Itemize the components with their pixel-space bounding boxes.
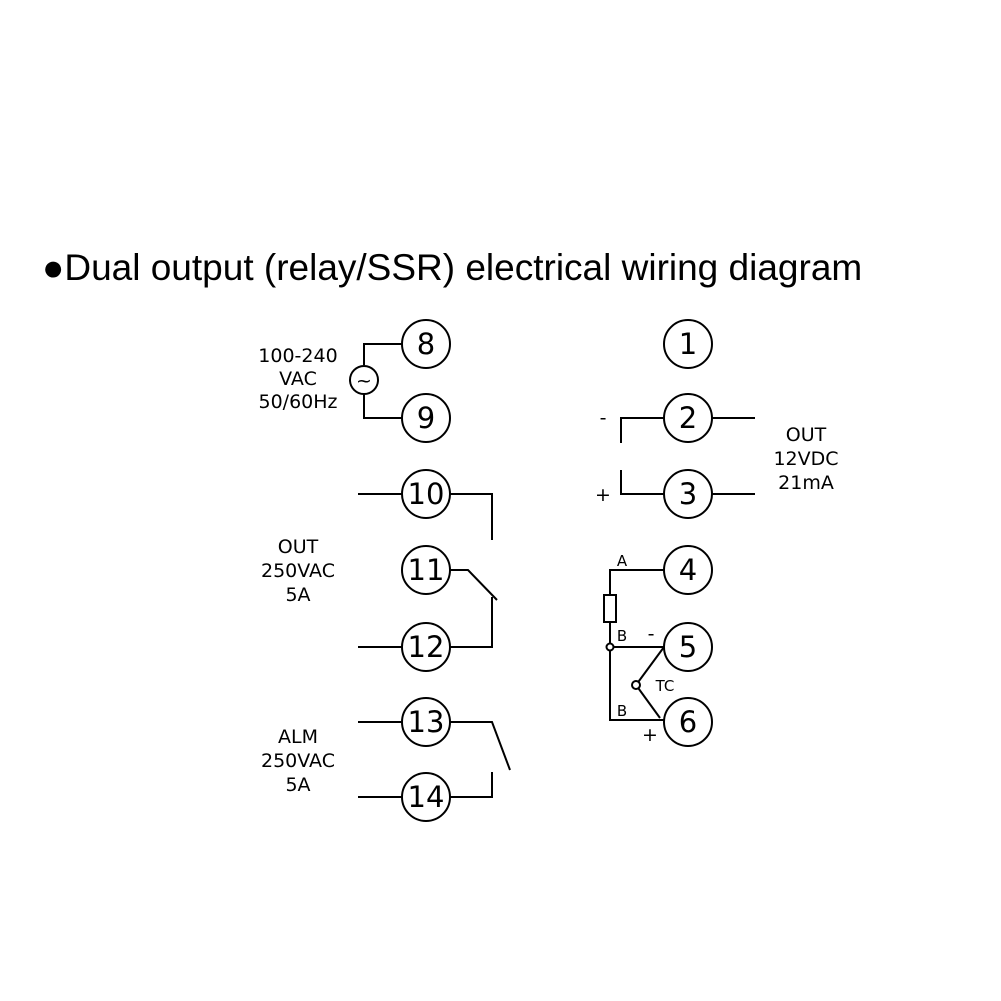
svg-text:11: 11 — [408, 553, 445, 587]
svg-text:13: 13 — [408, 705, 445, 739]
input-label-b-lower: B — [617, 702, 627, 720]
ssr-output-group: - + OUT 12VDC 21mA — [595, 407, 839, 506]
ssr-out-label: OUT — [786, 424, 827, 446]
alarm-output-group: ALM 250VAC 5A — [261, 721, 511, 798]
power-frequency: 50/60Hz — [258, 391, 337, 413]
svg-text:10: 10 — [408, 477, 445, 511]
terminal-2: 2 — [663, 393, 713, 443]
terminal-12: 12 — [401, 622, 451, 672]
ac-tilde: ~ — [356, 370, 372, 392]
terminal-9: 9 — [401, 393, 451, 443]
svg-text:1: 1 — [679, 327, 697, 361]
thermocouple-junction — [631, 680, 641, 690]
svg-text:2: 2 — [679, 401, 697, 435]
rtd-resistor-symbol — [603, 594, 617, 623]
sensor-input-group: A B B TC - + — [603, 552, 675, 746]
ac-source-symbol — [349, 365, 379, 395]
ssr-out-voltage: 12VDC — [773, 448, 838, 470]
input-label-a: A — [617, 552, 628, 570]
terminal-6: 6 — [663, 697, 713, 747]
svg-text:3: 3 — [679, 477, 697, 511]
power-supply-group: ~ 100-240 VAC 50/60Hz — [258, 343, 402, 419]
terminal-14: 14 — [401, 772, 451, 822]
terminal-10: 10 — [401, 469, 451, 519]
diagram-title: ●Dual output (relay/SSR) electrical wiri… — [42, 247, 862, 288]
terminal-8: 8 — [401, 319, 451, 369]
ssr-minus-sign: - — [600, 407, 607, 429]
relay-out-current: 5A — [285, 584, 310, 606]
svg-text:12: 12 — [408, 630, 445, 664]
alarm-voltage: 250VAC — [261, 750, 335, 772]
power-type: VAC — [279, 368, 317, 390]
svg-text:8: 8 — [417, 327, 435, 361]
svg-text:9: 9 — [417, 401, 435, 435]
junction-dot — [605, 642, 615, 652]
ssr-out-current: 21mA — [778, 472, 834, 494]
tc-plus-sign: + — [642, 724, 658, 746]
terminal-1: 1 — [663, 319, 713, 369]
terminal-4: 4 — [663, 545, 713, 595]
tc-minus-sign: - — [648, 623, 655, 645]
alarm-label: ALM — [278, 726, 318, 748]
svg-text:5: 5 — [679, 630, 697, 664]
terminal-13: 13 — [401, 697, 451, 747]
terminal-3: 3 — [663, 469, 713, 519]
relay-output-group: OUT 250VAC 5A — [261, 493, 498, 648]
terminal-5: 5 — [663, 622, 713, 672]
input-label-b-upper: B — [617, 627, 627, 645]
relay-out-voltage: 250VAC — [261, 560, 335, 582]
thermocouple-label: TC — [655, 677, 675, 695]
alarm-current: 5A — [285, 774, 310, 796]
power-voltage-range: 100-240 — [258, 345, 337, 367]
ssr-plus-sign: + — [595, 484, 611, 506]
svg-text:4: 4 — [679, 553, 697, 587]
terminal-11: 11 — [401, 545, 451, 595]
svg-text:14: 14 — [408, 780, 445, 814]
relay-out-label: OUT — [278, 536, 319, 558]
svg-text:6: 6 — [679, 705, 697, 739]
